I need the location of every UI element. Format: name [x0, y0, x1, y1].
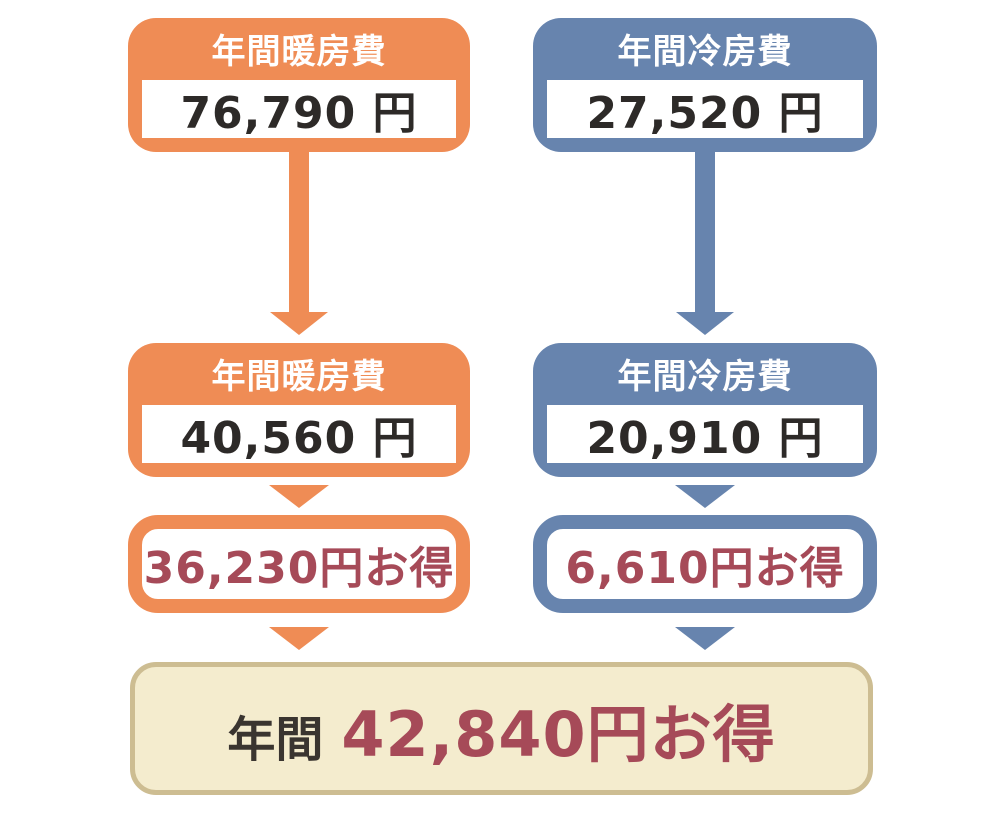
heating-before-title: 年間暖房費	[211, 32, 387, 72]
heating-before-value-panel: 76,790 円	[142, 80, 456, 139]
cooling-after-title: 年間冷房費	[617, 357, 793, 397]
cooling-before-box: 年間冷房費 27,520 円	[533, 18, 877, 152]
total-prefix-label: 年間	[227, 711, 324, 768]
down-arrow-icon	[695, 152, 715, 312]
down-arrow-head-icon	[270, 312, 328, 335]
cooling-after-value-panel: 20,910 円	[547, 405, 863, 464]
heating-before-box: 年間暖房費 76,790 円	[128, 18, 470, 152]
heating-after-title: 年間暖房費	[211, 357, 387, 397]
cooling-before-title: 年間冷房費	[617, 32, 793, 72]
heating-savings-box: 36,230円お得	[128, 515, 470, 613]
down-arrow-icon	[289, 152, 309, 312]
down-triangle-icon	[269, 485, 329, 508]
down-triangle-icon	[675, 485, 735, 508]
heating-before-value: 76,790 円	[180, 88, 418, 139]
total-amount-label: 42,840円お得	[341, 697, 776, 771]
cooling-savings-label: 6,610円お得	[565, 543, 845, 594]
down-triangle-icon	[675, 627, 735, 650]
down-arrow-head-icon	[676, 312, 734, 335]
heating-savings-label: 36,230円お得	[143, 543, 455, 594]
cooling-after-box: 年間冷房費 20,910 円	[533, 343, 877, 477]
down-triangle-icon	[269, 627, 329, 650]
heating-column: 年間暖房費 76,790 円 年間暖房費 40,560 円 36,230円お得	[128, 18, 470, 650]
heating-after-box: 年間暖房費 40,560 円	[128, 343, 470, 477]
total-savings-box: 年間 42,840円お得	[130, 662, 873, 795]
total-savings-line: 年間 42,840円お得	[227, 684, 775, 774]
cooling-before-value-panel: 27,520 円	[547, 80, 863, 139]
heating-after-value: 40,560 円	[180, 413, 418, 464]
heating-after-value-panel: 40,560 円	[142, 405, 456, 464]
cooling-savings-box: 6,610円お得	[533, 515, 877, 613]
cooling-before-value: 27,520 円	[586, 88, 824, 139]
cooling-after-value: 20,910 円	[586, 413, 824, 464]
cooling-column: 年間冷房費 27,520 円 年間冷房費 20,910 円 6,610円お得	[533, 18, 877, 650]
